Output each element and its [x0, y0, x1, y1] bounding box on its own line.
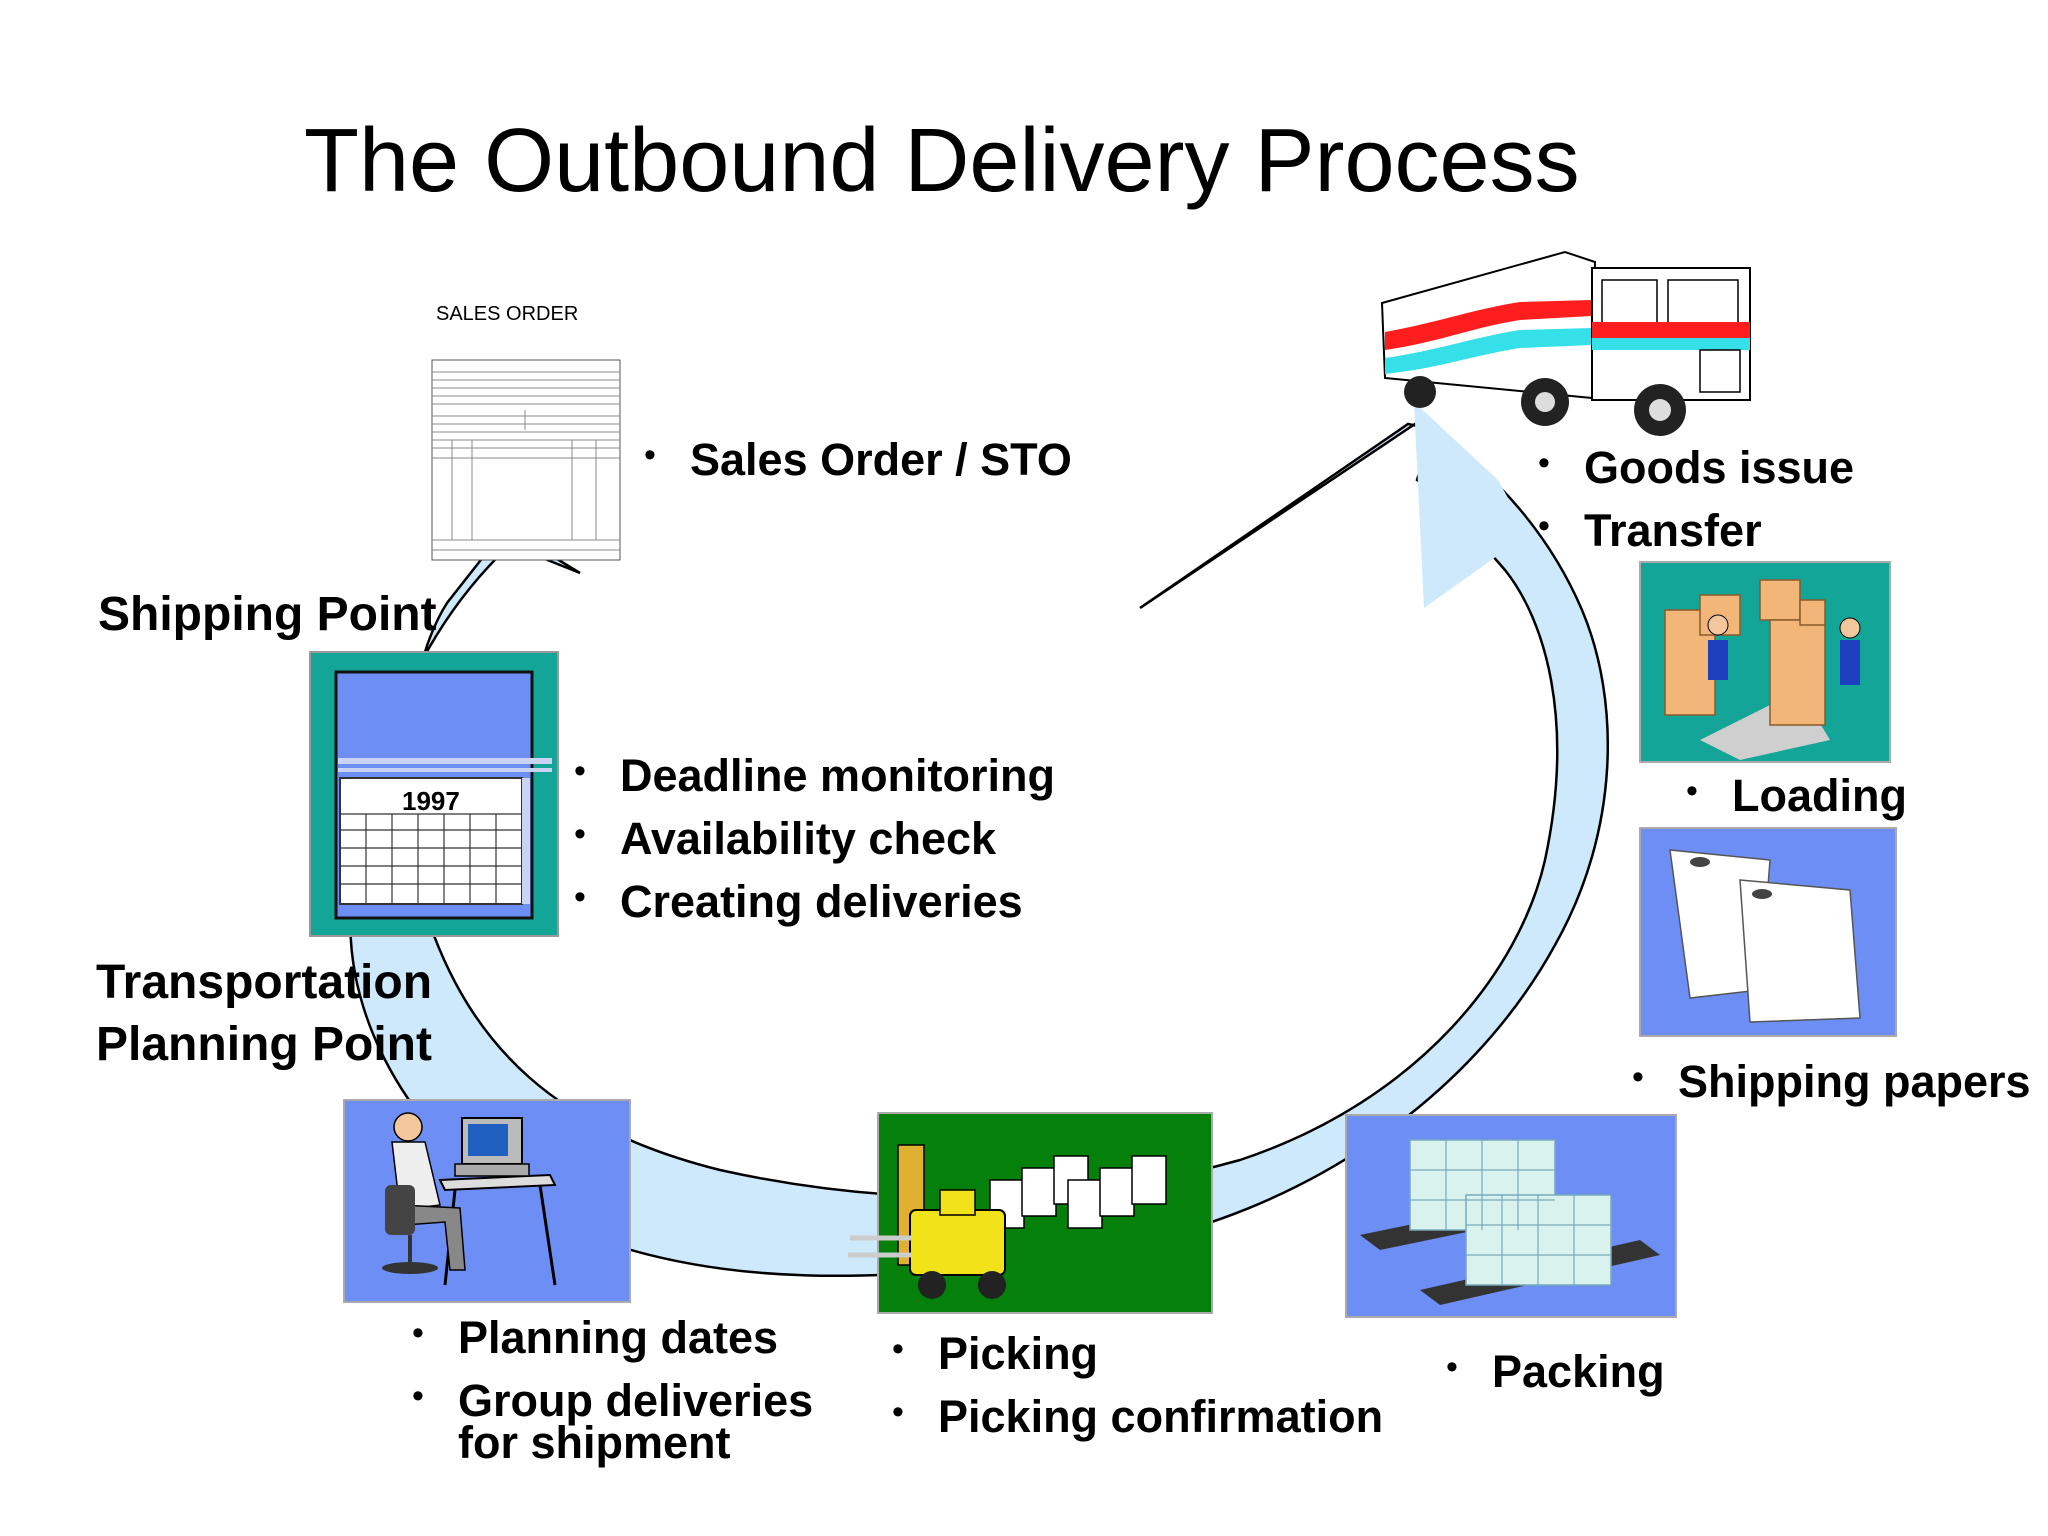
- bullet-item: Goods issue: [1538, 432, 1854, 499]
- arrow-head: [1414, 402, 1528, 608]
- bullet-item: Shipping papers: [1632, 1046, 2031, 1113]
- planning-panel: [343, 1099, 631, 1303]
- bullet-item: Picking confirmation: [892, 1381, 1383, 1448]
- picking-bullets: Picking Picking confirmation: [892, 1318, 1383, 1448]
- calendar-panel: [309, 651, 559, 937]
- bullet-item: Transfer: [1538, 495, 1854, 562]
- bullet-item: Packing: [1446, 1336, 1665, 1403]
- packing-panel: [1345, 1114, 1677, 1318]
- bullet-item: Planning dates: [412, 1302, 813, 1369]
- sales-order-bullets: Sales Order / STO: [644, 424, 1072, 491]
- bullet-item: Loading: [1686, 760, 1907, 827]
- loading-bullets: Loading: [1686, 760, 1907, 827]
- calendar-year: 1997: [402, 786, 460, 816]
- shipping-papers-bullets: Shipping papers: [1632, 1046, 2031, 1113]
- bullet-item: Creating deliveries: [574, 866, 1055, 933]
- bullet-item: Picking: [892, 1318, 1383, 1385]
- goods-issue-bullets: Goods issue Transfer: [1538, 432, 1854, 562]
- slide-title: The Outbound Delivery Process: [304, 111, 1580, 211]
- bullet-text: Group deliveries: [458, 1375, 814, 1426]
- shipping-papers-panel: [1639, 827, 1897, 1037]
- bullet-continuation: for shipment: [458, 1417, 731, 1468]
- loading-panel: [1639, 561, 1891, 763]
- person-head: [393, 1112, 423, 1142]
- bullet-item: Deadline monitoring: [574, 740, 1055, 807]
- truck-illustration: [1380, 250, 1751, 436]
- transportation-planning-point-label-line1: Transportation: [96, 956, 433, 1009]
- shipping-point-label: Shipping Point: [98, 588, 437, 641]
- bullet-item: Availability check: [574, 803, 1055, 870]
- sales-order-doc-title: SALES ORDER: [436, 303, 579, 325]
- transportation-planning-point-label-line2: Planning Point: [96, 1018, 432, 1071]
- shipping-point-bullets: Deadline monitoring Availability check C…: [574, 740, 1055, 933]
- packing-bullets: Packing: [1446, 1336, 1665, 1403]
- bullet-item: Sales Order / STO: [644, 424, 1072, 491]
- sales-order-document: [431, 359, 621, 561]
- picking-panel: [848, 1112, 1213, 1314]
